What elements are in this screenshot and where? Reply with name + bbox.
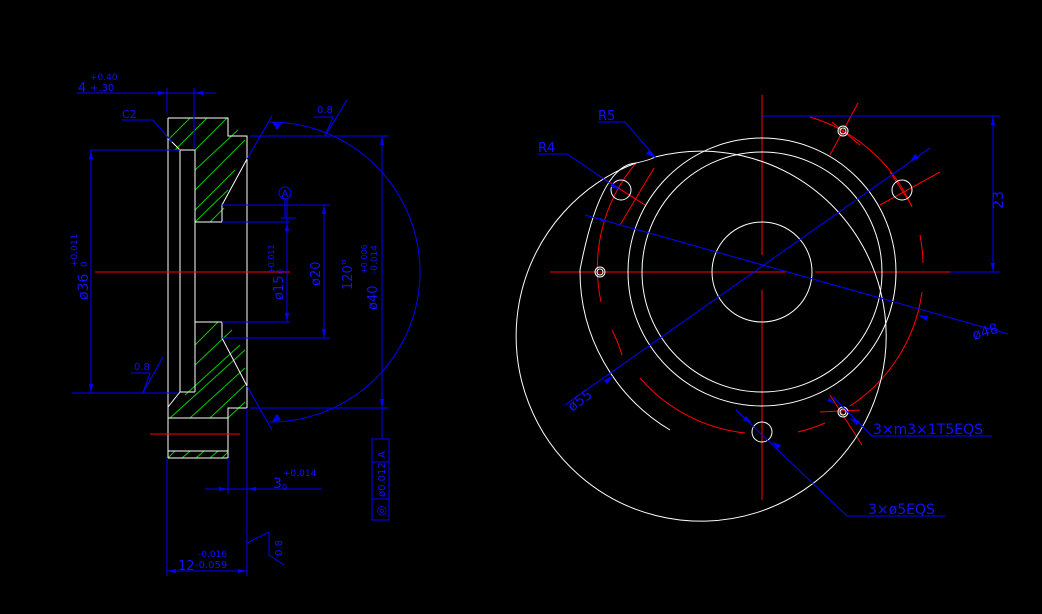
inner-dim-lower: 0	[276, 269, 285, 274]
tolerance-value: ø0.012	[377, 462, 388, 497]
dia-48-label: ø48	[970, 321, 1000, 344]
chamfer-dim-nominal: 4	[78, 81, 86, 96]
width-dim-lower: -0.059	[195, 560, 227, 571]
section-centerlines	[95, 271, 290, 435]
roughness-bottom-value: 0.8	[274, 540, 285, 556]
chamfer-c2-label: C2	[122, 108, 137, 121]
front-arrows	[600, 116, 995, 449]
dia-20-label: ø20	[309, 262, 324, 287]
section-dimensions	[72, 88, 421, 576]
bore-dim-lower: 0	[80, 261, 90, 267]
thread-note-label: 3×m3×1T5EQS	[873, 422, 983, 438]
depth-dim-nominal: 3	[273, 476, 282, 492]
inner-dim-prefix: ø15	[272, 276, 287, 301]
section-outline	[167, 117, 248, 459]
bore-dim-upper: +0.011	[70, 234, 80, 267]
depth-dim-upper: +0.014	[283, 469, 317, 479]
bore-dim-prefix: ø36	[76, 274, 92, 300]
dia-55-label: ø55	[565, 387, 596, 415]
chamfer-dim-upper: +0.40	[90, 73, 118, 83]
section-hatch	[167, 117, 246, 459]
front-dimensions	[538, 115, 1009, 517]
roughness-left-value: 0.8	[134, 362, 150, 373]
front-centerlines	[550, 95, 950, 500]
outer-dim-upper: +0.006	[360, 244, 369, 274]
r4-label: R4	[538, 141, 555, 156]
r5-label: R5	[598, 109, 615, 124]
inner-dim-upper: +0.011	[267, 244, 276, 274]
roughness-top-value: 0.8	[317, 105, 333, 116]
datum-a-label: A	[282, 189, 289, 200]
depth-dim-lower: 0	[282, 483, 287, 492]
chamfer-dim-lower: +.30	[90, 83, 114, 94]
tolerance-datum: A	[377, 451, 388, 458]
outer-dim-prefix: ø40	[366, 286, 381, 311]
angle-label: 120°	[341, 259, 356, 290]
front-view: R5 R4 23 ø48 ø55 3×m3×1T5EQS 3×ø5EQS	[515, 95, 1009, 522]
hole-note-label: 3×ø5EQS	[868, 502, 935, 518]
width-dim-nominal: 12	[178, 559, 195, 574]
datum-a-marker	[278, 186, 292, 200]
section-view: A 4 +0.40 +.30 C2 ø36 0 +0.011 0.8 0.8 ø…	[70, 73, 421, 576]
outer-dim-lower: -0.014	[370, 245, 380, 274]
tolerance-symbol: ◎	[374, 506, 388, 516]
width-dim-upper: -0.016	[198, 550, 227, 560]
front-outlines	[515, 125, 913, 522]
section-arrows	[89, 91, 384, 573]
dim-23-label: 23	[991, 191, 1007, 209]
